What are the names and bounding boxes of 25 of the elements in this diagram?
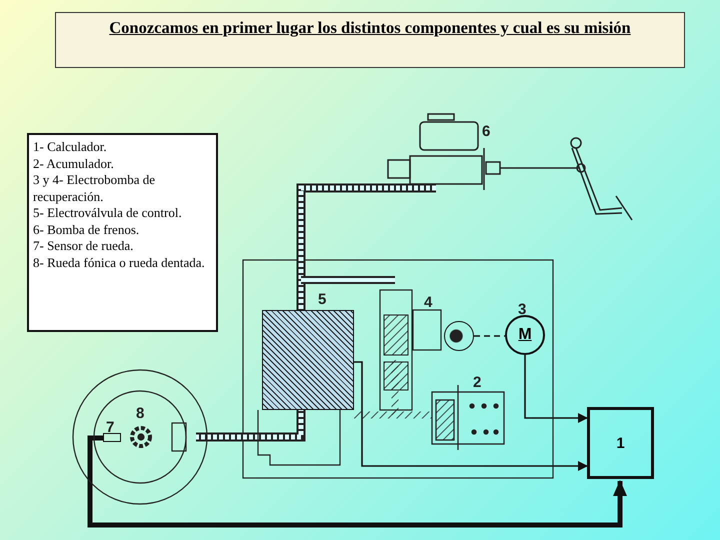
list-item-text: 1- Calculador. xyxy=(33,139,108,156)
callout-number: 6 xyxy=(482,124,490,139)
signal-arrow xyxy=(354,361,588,471)
control-unit-box: 1 xyxy=(587,407,654,479)
solenoid-valve xyxy=(262,310,354,410)
callout-number: 3 xyxy=(518,302,526,317)
dashed-link xyxy=(474,335,505,337)
title-text: Conozcamos en primer lugar los distintos componentes y cual es su misión xyxy=(55,12,685,68)
callout-number: 5 xyxy=(318,292,326,307)
list-item-text: 3 y 4- Electrobomba de recuperación. xyxy=(33,172,156,205)
list-item-text: 8- Rueda fónica o rueda dentada. xyxy=(33,254,206,271)
callout-number: 2 xyxy=(473,375,482,390)
list-item-text: 2- Acumulador. xyxy=(33,156,115,172)
callout-number: 7 xyxy=(106,420,114,435)
legend-list-box xyxy=(27,133,218,332)
wheel-sensor xyxy=(103,433,121,442)
signal-arrow xyxy=(524,355,588,423)
pump-circle xyxy=(444,321,474,351)
callout-number: 4 xyxy=(424,295,432,310)
callout-number: 8 xyxy=(136,406,144,421)
motor-circle: M xyxy=(505,315,545,355)
signal-arrow xyxy=(88,436,627,528)
list-item-text: 6- Bomba de frenos. xyxy=(33,222,140,238)
list-item-text: 5- Electroválvula de control. xyxy=(33,205,183,222)
list-item-text: 7- Sensor de rueda. xyxy=(33,238,134,254)
